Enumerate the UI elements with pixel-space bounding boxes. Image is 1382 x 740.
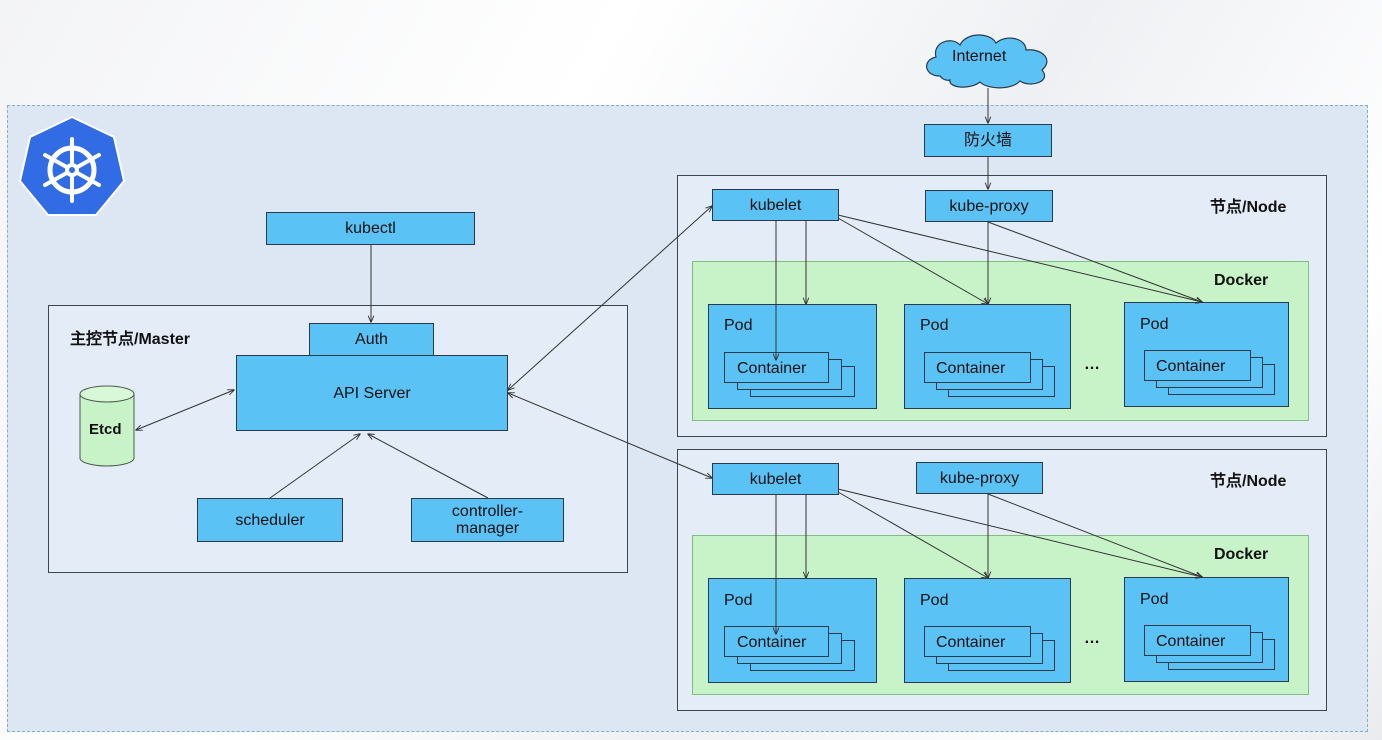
node-bottom-pod-3-label: Pod: [1140, 591, 1169, 608]
arrow-api-kubelet-top: [508, 206, 712, 390]
arrow-controller-api: [368, 434, 489, 499]
node-top-pod-2-container-label: Container: [936, 360, 1006, 377]
node-bottom-pod-1-label: Pod: [724, 592, 753, 609]
node-bottom-kube-proxy-label: kube-proxy: [939, 469, 1020, 487]
node-bottom-kubelet-box: kubelet: [712, 463, 839, 495]
node-bottom-pod-2-label: Pod: [920, 592, 949, 609]
arrow-bottom-kubelet-pod2: [837, 491, 988, 578]
node-top-pod-2-label: Pod: [920, 317, 949, 334]
auth-label: Auth: [355, 331, 388, 348]
node-bottom-pod-3-container: [1144, 625, 1251, 656]
node-top-pod-2-container: [924, 352, 1031, 383]
node-bottom-pod-2-container-label: Container: [936, 634, 1006, 651]
node-bottom-ellipsis: …: [1084, 630, 1100, 647]
arrow-top-proxy-pod3: [987, 221, 1202, 302]
node-top-pod-1-label: Pod: [724, 317, 753, 334]
arrow-api-kubelet-bottom: [508, 393, 712, 478]
scheduler-label: scheduler: [235, 511, 305, 529]
node-bottom-pod-1-container-label: Container: [737, 634, 807, 651]
firewall-box: 防火墙: [924, 124, 1052, 157]
node-top-docker-label: Docker: [1214, 272, 1269, 289]
node-bottom-kube-proxy-box: kube-proxy: [916, 462, 1043, 494]
etcd-label: Etcd: [89, 421, 122, 438]
arrow-bottom-kubelet-pod3: [837, 488, 1202, 577]
firewall-label: 防火墙: [963, 132, 1012, 149]
kubernetes-logo-icon: [18, 115, 126, 216]
etcd-cylinder-icon: [79, 385, 135, 467]
arrow-etcd-api: [136, 390, 234, 430]
arrow-top-kubelet-pod2: [837, 217, 988, 304]
node-top-pod-1-container-label: Container: [737, 360, 807, 377]
node-bottom-kubelet-label: kubelet: [749, 470, 802, 488]
controller-manager-box: controller- manager: [411, 498, 564, 542]
node-top-kubelet-box: kubelet: [712, 189, 839, 221]
controller-manager-label: controller- manager: [451, 503, 524, 537]
node-bottom-title: 节点/Node: [1210, 473, 1287, 490]
node-bottom-pod-2-container: [924, 626, 1031, 657]
internet-cloud-icon: [926, 34, 1048, 89]
arrow-bottom-proxy-pod3: [987, 493, 1202, 577]
node-top-pod-3-label: Pod: [1140, 316, 1169, 333]
node-top-pod-3-container-label: Container: [1156, 358, 1226, 375]
kubectl-box: kubectl: [266, 212, 475, 245]
internet-label: Internet: [952, 48, 1007, 65]
node-top-pod-3-container: [1144, 350, 1251, 381]
node-top-kube-proxy-label: kube-proxy: [949, 197, 1029, 215]
node-bottom-pod-3-container-label: Container: [1156, 633, 1226, 650]
node-top-kube-proxy-box: kube-proxy: [925, 190, 1053, 222]
arrow-top-kubelet-pod3: [837, 214, 1202, 302]
kubectl-label: kubectl: [345, 220, 396, 237]
node-top-kubelet-label: kubelet: [749, 196, 802, 214]
node-top-ellipsis: …: [1084, 356, 1100, 373]
node-top-title: 节点/Node: [1210, 199, 1287, 216]
api-server-box: API Server: [236, 355, 508, 431]
api-server-label: API Server: [333, 384, 411, 402]
scheduler-box: scheduler: [197, 498, 343, 542]
arrow-scheduler-api: [269, 434, 360, 499]
node-bottom-docker-label: Docker: [1214, 546, 1269, 563]
master-title: 主控节点/Master: [70, 331, 191, 348]
